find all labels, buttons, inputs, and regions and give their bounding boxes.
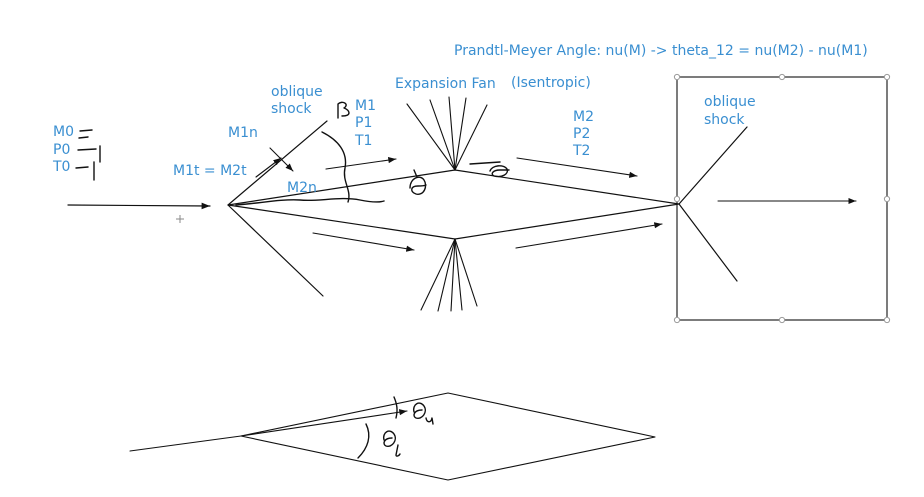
prandtl-meyer-label: Prandtl-Meyer Angle: nu(M) -> theta_12 =… [454,43,868,59]
region1-t1-label: T1 [355,133,373,149]
oblique-shock-lower-line [227,204,324,297]
resize-handle-bm[interactable] [778,316,786,324]
theta-mark-right-tick [469,161,501,165]
flow-arrow-region2-lower [515,222,663,249]
m1n-label: M1n [228,125,258,141]
region2-m2-label: M2 [573,109,594,125]
resize-handle-tl[interactable] [673,73,681,81]
m1t-arrow [255,157,282,178]
expansion-fan-top [406,96,488,171]
theta-u-subscript [425,417,434,425]
upper-diagram [67,96,857,312]
flow-arrow-region1-lower [312,232,415,252]
freestream-m0-label: M0 [53,124,74,140]
theta-mark-upper [409,176,427,195]
trailing-shock-lower-line [678,203,738,282]
resize-handle-tr[interactable] [883,73,891,81]
freestream-t0-label: T0 [53,159,71,175]
theta-upper-arc [393,396,398,419]
region2-t2-label: T2 [573,143,591,159]
region1-p1-label: P1 [355,115,373,131]
resize-handle-bl[interactable] [673,316,681,324]
lower-chord-ray [240,409,408,437]
selection-box[interactable] [673,73,891,324]
theta-lower-arc [357,423,370,459]
theta-u-symbol [412,402,426,419]
theta-l-symbol [382,430,396,447]
lower-freestream-line [129,435,242,452]
resize-handle-ml[interactable] [673,195,681,203]
oblique-shock-left-label-line1: oblique [271,84,323,100]
flow-arrow-region2-upper [516,157,638,178]
beta-symbol [337,101,350,119]
m1t-m2t-label: M1t = M2t [173,163,247,179]
theta-mark-upper-tick [413,169,418,178]
m1n-arrow [269,147,294,172]
oblique-shock-right-label-line2: shock [704,112,745,128]
region2-p2-label: P2 [573,126,591,142]
freestream-values-handwriting [75,129,101,181]
freestream-p0-label: P0 [53,142,71,158]
isentropic-label: (Isentropic) [511,75,591,91]
freestream-arrow [67,202,211,210]
lower-diagram [129,392,656,481]
region1-m1-label: M1 [355,98,376,114]
lower-diamond-airfoil [240,392,656,481]
trailing-shock-upper-line [678,126,748,205]
expansion-fan-label: Expansion Fan [395,76,496,92]
beta-angle-arc [321,131,350,203]
theta-l-subscript [395,444,401,457]
flow-arrow-region1-upper [325,157,397,170]
theta-mark-right [489,165,510,178]
resize-handle-tm[interactable] [778,73,786,81]
m2n-label: M2n [287,180,317,196]
resize-handle-mr[interactable] [883,195,891,203]
expansion-fan-bottom [420,238,478,312]
oblique-shock-right-label-line1: oblique [704,94,756,110]
handwritten-streamline [235,197,385,206]
cursor-crosshair-icon [176,215,184,223]
resize-handle-br[interactable] [883,316,891,324]
oblique-shock-left-label-line2: shock [271,101,312,117]
